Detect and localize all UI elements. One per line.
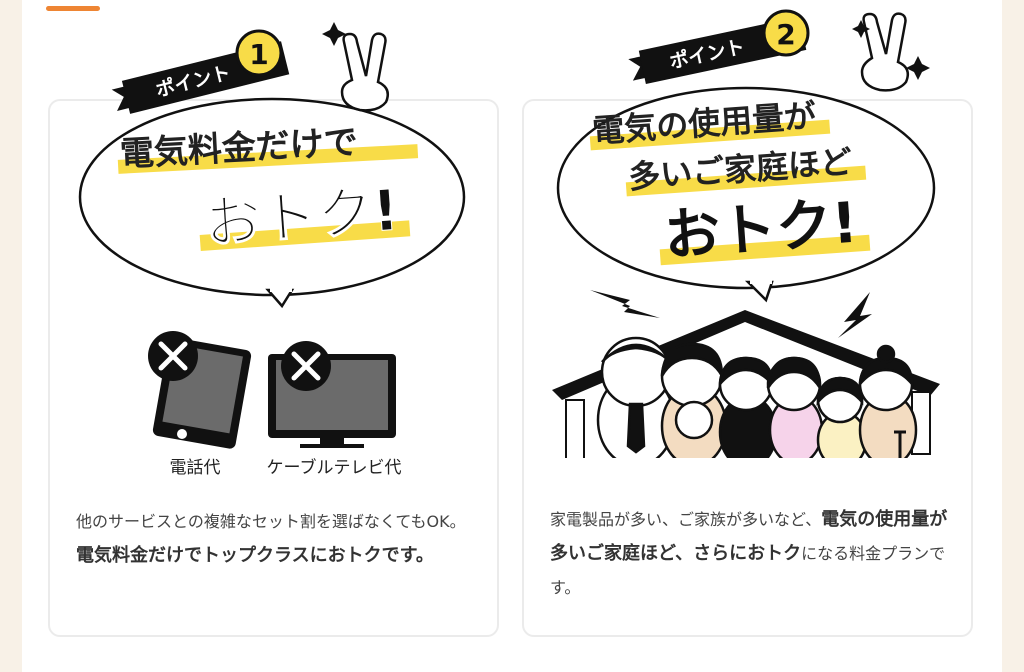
description-1-plain: 他のサービスとの複雑なセット割を選ばなくてもOK。 [76, 512, 466, 531]
point-1-description: 他のサービスとの複雑なセット割を選ばなくてもOK。電気料金だけでトップクラスにお… [76, 505, 476, 573]
description-2-plain-end: になる料金プランです。 [550, 544, 946, 597]
description-1-bold: 電気料金だけでトップクラスにおトクです。 [76, 545, 434, 566]
description-2-plain: 家電製品が多い、ご家族が多いなど、 [550, 510, 822, 529]
description-2-bold: 電気の使用量が多いご家庭ほど、さらにおトク [550, 509, 948, 564]
section-accent-bar [46, 6, 100, 11]
point-2-description: 家電製品が多い、ご家族が多いなど、電気の使用量が多いご家庭ほど、さらにおトクにな… [550, 503, 950, 605]
